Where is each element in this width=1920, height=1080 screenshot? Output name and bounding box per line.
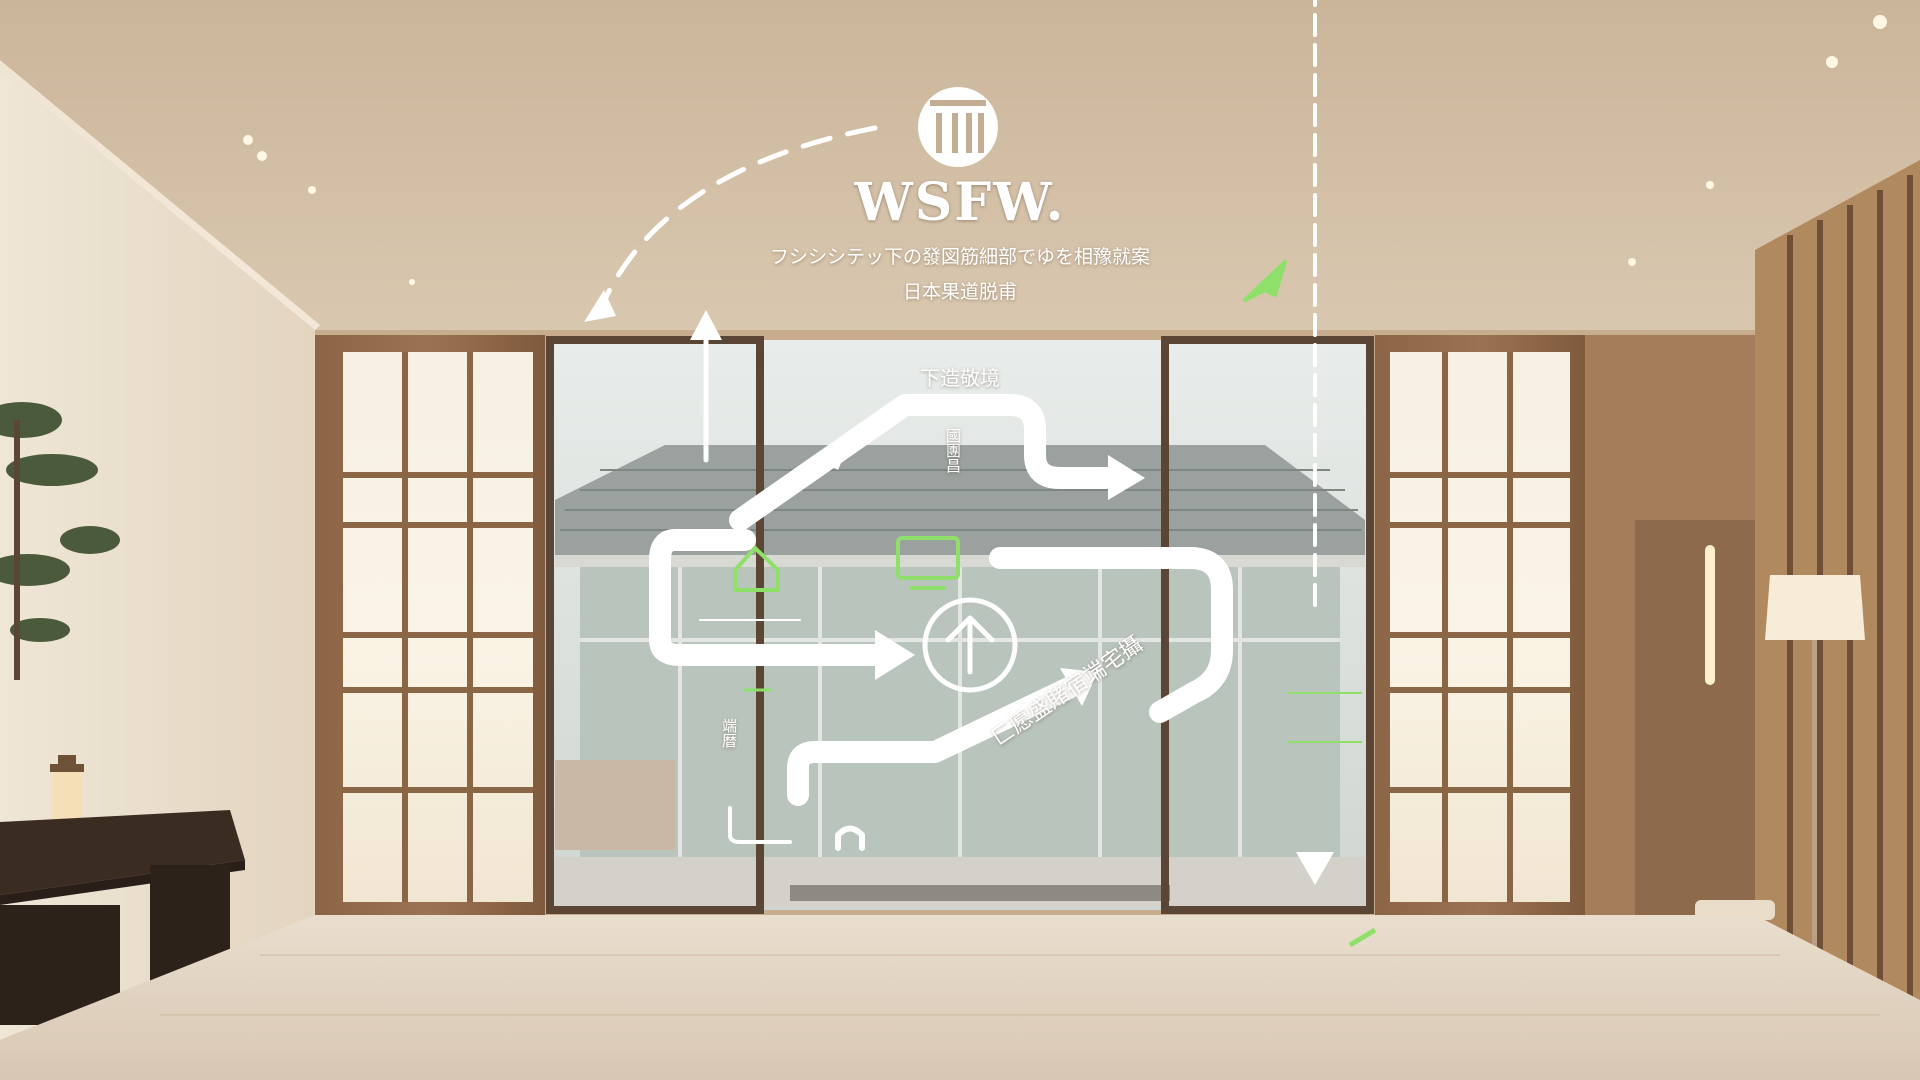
dashed-arc-arrow	[597, 125, 878, 313]
green-accents	[733, 260, 1377, 948]
pillared-gate-icon	[918, 87, 998, 167]
shoji-left	[315, 335, 545, 915]
ceiling-lights	[243, 15, 1887, 285]
route-vertical-label-upper: 國團昌	[944, 428, 962, 473]
console-table	[0, 810, 245, 1025]
table-lantern	[50, 755, 84, 822]
route-diagonal	[787, 674, 1086, 806]
paper-plane-icon	[1243, 260, 1287, 302]
route-vertical-label-lower: 端暦	[720, 718, 738, 748]
circle-up-arrow-icon	[922, 597, 1018, 693]
tagline-primary: フシシシテッ下の發図筋細部でゆを相豫就案	[769, 246, 1150, 268]
screen-icon	[896, 536, 960, 580]
home-icon	[733, 546, 780, 592]
route-bottom-cap	[835, 825, 865, 851]
tagline-secondary: 日本果道脱甫	[902, 281, 1017, 303]
wayfinding-overlay	[584, 0, 1334, 885]
route-middle	[649, 529, 891, 666]
bonsai-plant	[0, 402, 120, 680]
shoji-right	[1375, 335, 1585, 915]
brand-name: WSFW.	[854, 172, 1066, 233]
route-right-loop	[989, 547, 1233, 723]
route-top	[729, 394, 1121, 531]
route-top-label: 下造敬境	[920, 366, 1000, 390]
route-bottom-small	[728, 806, 792, 844]
